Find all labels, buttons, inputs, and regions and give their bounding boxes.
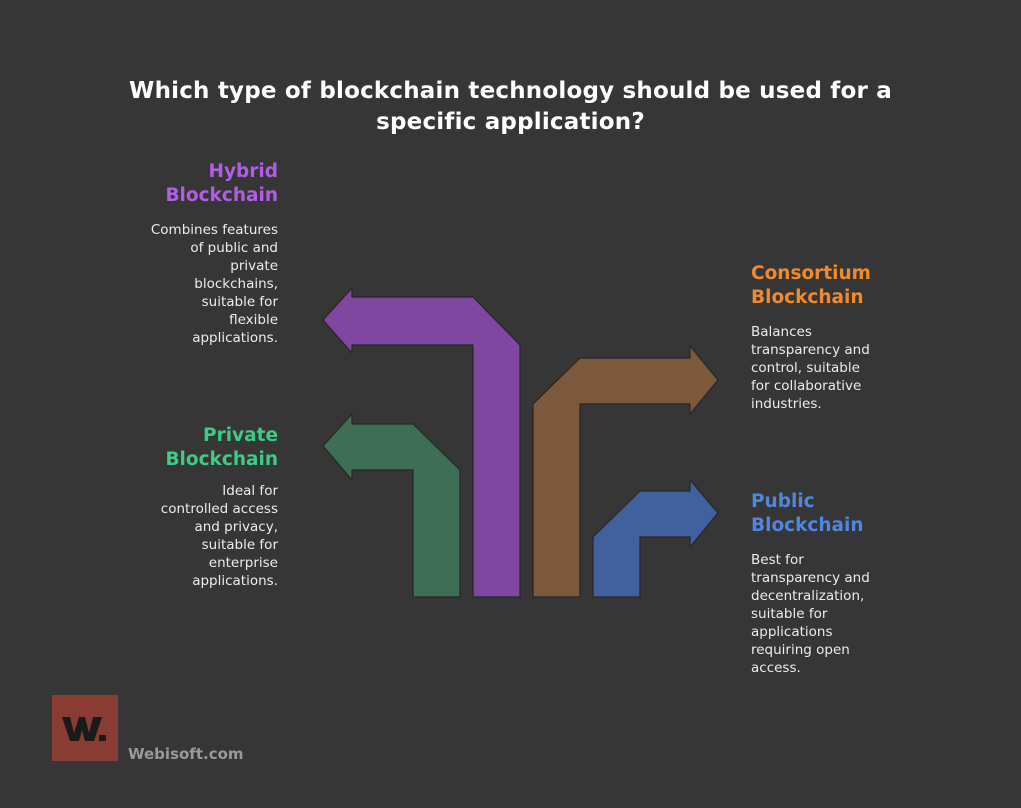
- hybrid-blockchain-heading: Hybrid Blockchain: [80, 160, 278, 208]
- public-blockchain-description: Best for transparency and decentralizati…: [751, 551, 891, 677]
- webisoft-logo: [52, 695, 118, 761]
- consortium-desc-line: for collaborative: [751, 378, 862, 394]
- private-desc-line: suitable for: [201, 537, 278, 553]
- public-blockchain-heading: Public Blockchain: [751, 490, 951, 538]
- consortium-desc-line: control, suitable: [751, 360, 860, 376]
- private-arrow: [322, 413, 461, 598]
- public-heading-line: Public: [751, 491, 815, 512]
- hybrid-heading-line: Hybrid: [208, 161, 279, 182]
- public-desc-line: Best for: [751, 552, 804, 568]
- public-desc-line: applications: [751, 624, 833, 640]
- private-heading-line: Blockchain: [165, 449, 278, 470]
- hybrid-arrow: [322, 287, 521, 598]
- page-title: Which type of blockchain technology shou…: [129, 78, 892, 135]
- webisoft-w-mark: [62, 717, 106, 741]
- hybrid-desc-line: Combines features: [150, 222, 278, 238]
- hybrid-desc-line: of public and: [190, 240, 278, 256]
- private-blockchain-description: Ideal for controlled access and privacy,…: [80, 482, 278, 590]
- brand-name: Webisoft.com: [128, 745, 244, 763]
- private-desc-line: and privacy,: [194, 519, 278, 535]
- public-arrow: [592, 479, 719, 598]
- public-desc-line: decentralization,: [751, 588, 865, 604]
- public-desc-line: requiring open: [751, 642, 850, 658]
- private-desc-line: controlled access: [160, 501, 278, 517]
- consortium-heading-line: Blockchain: [751, 287, 864, 308]
- consortium-desc-line: industries.: [751, 396, 822, 412]
- hybrid-heading-line: Blockchain: [165, 185, 278, 206]
- consortium-blockchain-description: Balances transparency and control, suita…: [751, 323, 891, 413]
- public-heading-line: Blockchain: [751, 515, 864, 536]
- hybrid-desc-line: applications.: [192, 330, 278, 346]
- hybrid-desc-line: blockchains,: [194, 276, 278, 292]
- consortium-desc-line: Balances: [751, 324, 812, 340]
- private-desc-line: Ideal for: [222, 483, 278, 499]
- private-blockchain-heading: Private Blockchain: [80, 424, 278, 472]
- public-desc-line: access.: [751, 660, 801, 676]
- consortium-heading-line: Consortium: [751, 263, 871, 284]
- private-desc-line: applications.: [192, 573, 278, 589]
- hybrid-desc-line: private: [230, 258, 278, 274]
- hybrid-desc-line: suitable for: [201, 294, 278, 310]
- hybrid-blockchain-description: Combines features of public and private …: [80, 221, 278, 347]
- consortium-arrow: [532, 345, 719, 598]
- public-desc-line: suitable for: [751, 606, 828, 622]
- private-heading-line: Private: [203, 425, 278, 446]
- consortium-desc-line: transparency and: [751, 342, 870, 358]
- public-desc-line: transparency and: [751, 570, 870, 586]
- hybrid-desc-line: flexible: [229, 312, 278, 328]
- private-desc-line: enterprise: [208, 555, 278, 571]
- consortium-blockchain-heading: Consortium Blockchain: [751, 262, 951, 310]
